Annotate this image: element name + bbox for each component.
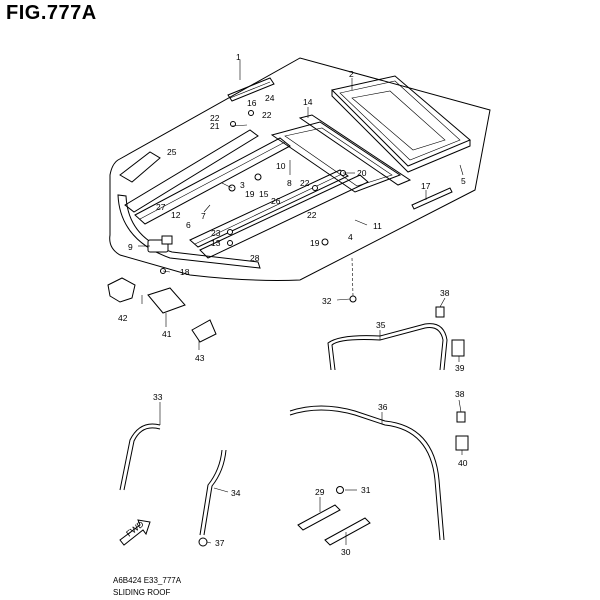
callout: 35 — [376, 320, 386, 330]
right-guide-rail — [189, 169, 369, 259]
clip-40 — [455, 435, 469, 451]
callout: 4 — [348, 232, 353, 242]
front-guide-rail — [227, 77, 275, 102]
weatherstrip-30 — [324, 517, 371, 546]
callout: 43 — [195, 353, 205, 363]
callout: 12 — [171, 210, 181, 220]
callout-labels: 1 2 14 16 24 22 21 22 25 3 10 15 19 8 22… — [118, 52, 468, 557]
callout: 41 — [162, 329, 172, 339]
callout: 7 — [201, 211, 206, 221]
bracket-41 — [147, 287, 186, 314]
bracket-42 — [107, 277, 136, 303]
callout: 19 — [245, 189, 255, 199]
callout: 32 — [322, 296, 332, 306]
callout: 15 — [259, 189, 269, 199]
drain-hose-35 — [327, 323, 448, 371]
drain-hose-36 — [289, 405, 445, 541]
callout: 10 — [276, 161, 286, 171]
figure-code: A6B424 E33_777A — [113, 576, 182, 585]
callout: 1 — [236, 52, 241, 62]
callout: 39 — [455, 363, 465, 373]
rear-rail-17 — [411, 187, 453, 210]
clip-39 — [451, 339, 465, 357]
leader-lines — [138, 60, 464, 545]
sliding-glass-panel — [331, 75, 471, 173]
callout: 36 — [378, 402, 388, 412]
figure-title: FIG.777A — [6, 2, 97, 24]
callout: 29 — [315, 487, 325, 497]
figure-subtitle: SLIDING ROOF — [113, 588, 171, 597]
callout: 14 — [303, 97, 313, 107]
left-guide-rail — [124, 129, 291, 225]
callout: 19 — [310, 238, 320, 248]
callout: 3 — [240, 180, 245, 190]
callout: 34 — [231, 488, 241, 498]
callout: 33 — [153, 392, 163, 402]
callout: 38 — [440, 288, 450, 298]
callout: 42 — [118, 313, 128, 323]
callout: 27 — [156, 202, 166, 212]
callout: 16 — [247, 98, 257, 108]
callout: 9 — [128, 242, 133, 252]
callout: 38 — [455, 389, 465, 399]
bracket-43 — [191, 319, 217, 343]
callout: 17 — [421, 181, 431, 191]
callout: 11 — [373, 221, 382, 231]
callout: 23 — [211, 228, 221, 238]
drain-hose-33 — [119, 423, 161, 491]
callout: 22 — [300, 178, 310, 188]
weatherstrip-29 — [297, 504, 341, 531]
callout: 24 — [265, 93, 275, 103]
callout: 30 — [341, 547, 351, 557]
fwd-arrow-icon: FWD — [119, 519, 151, 546]
callout: 22 — [262, 110, 272, 120]
clip-38-lower — [456, 411, 466, 423]
callout: 5 — [461, 176, 466, 186]
callout: 6 — [186, 220, 191, 230]
callout: 21 — [210, 121, 220, 131]
front-drain-frame — [117, 151, 261, 269]
callout: 40 — [458, 458, 468, 468]
callout: 26 — [271, 196, 281, 206]
callout: 8 — [287, 178, 292, 188]
callout: 28 — [250, 253, 260, 263]
clip-38-upper — [435, 306, 445, 318]
callout: 22 — [307, 210, 317, 220]
drive-motor — [147, 235, 173, 253]
callout: 25 — [167, 147, 177, 157]
drain-hose-34 — [198, 449, 227, 547]
callout: 37 — [215, 538, 225, 548]
callout: 31 — [361, 485, 371, 495]
callout: 22 — [210, 113, 220, 123]
roof-frame-outline — [109, 57, 491, 281]
callout: 2 — [349, 69, 354, 79]
callout: 18 — [180, 267, 190, 277]
callout: 13 — [211, 238, 221, 248]
fasteners — [160, 110, 357, 494]
callout: 20 — [357, 168, 367, 178]
